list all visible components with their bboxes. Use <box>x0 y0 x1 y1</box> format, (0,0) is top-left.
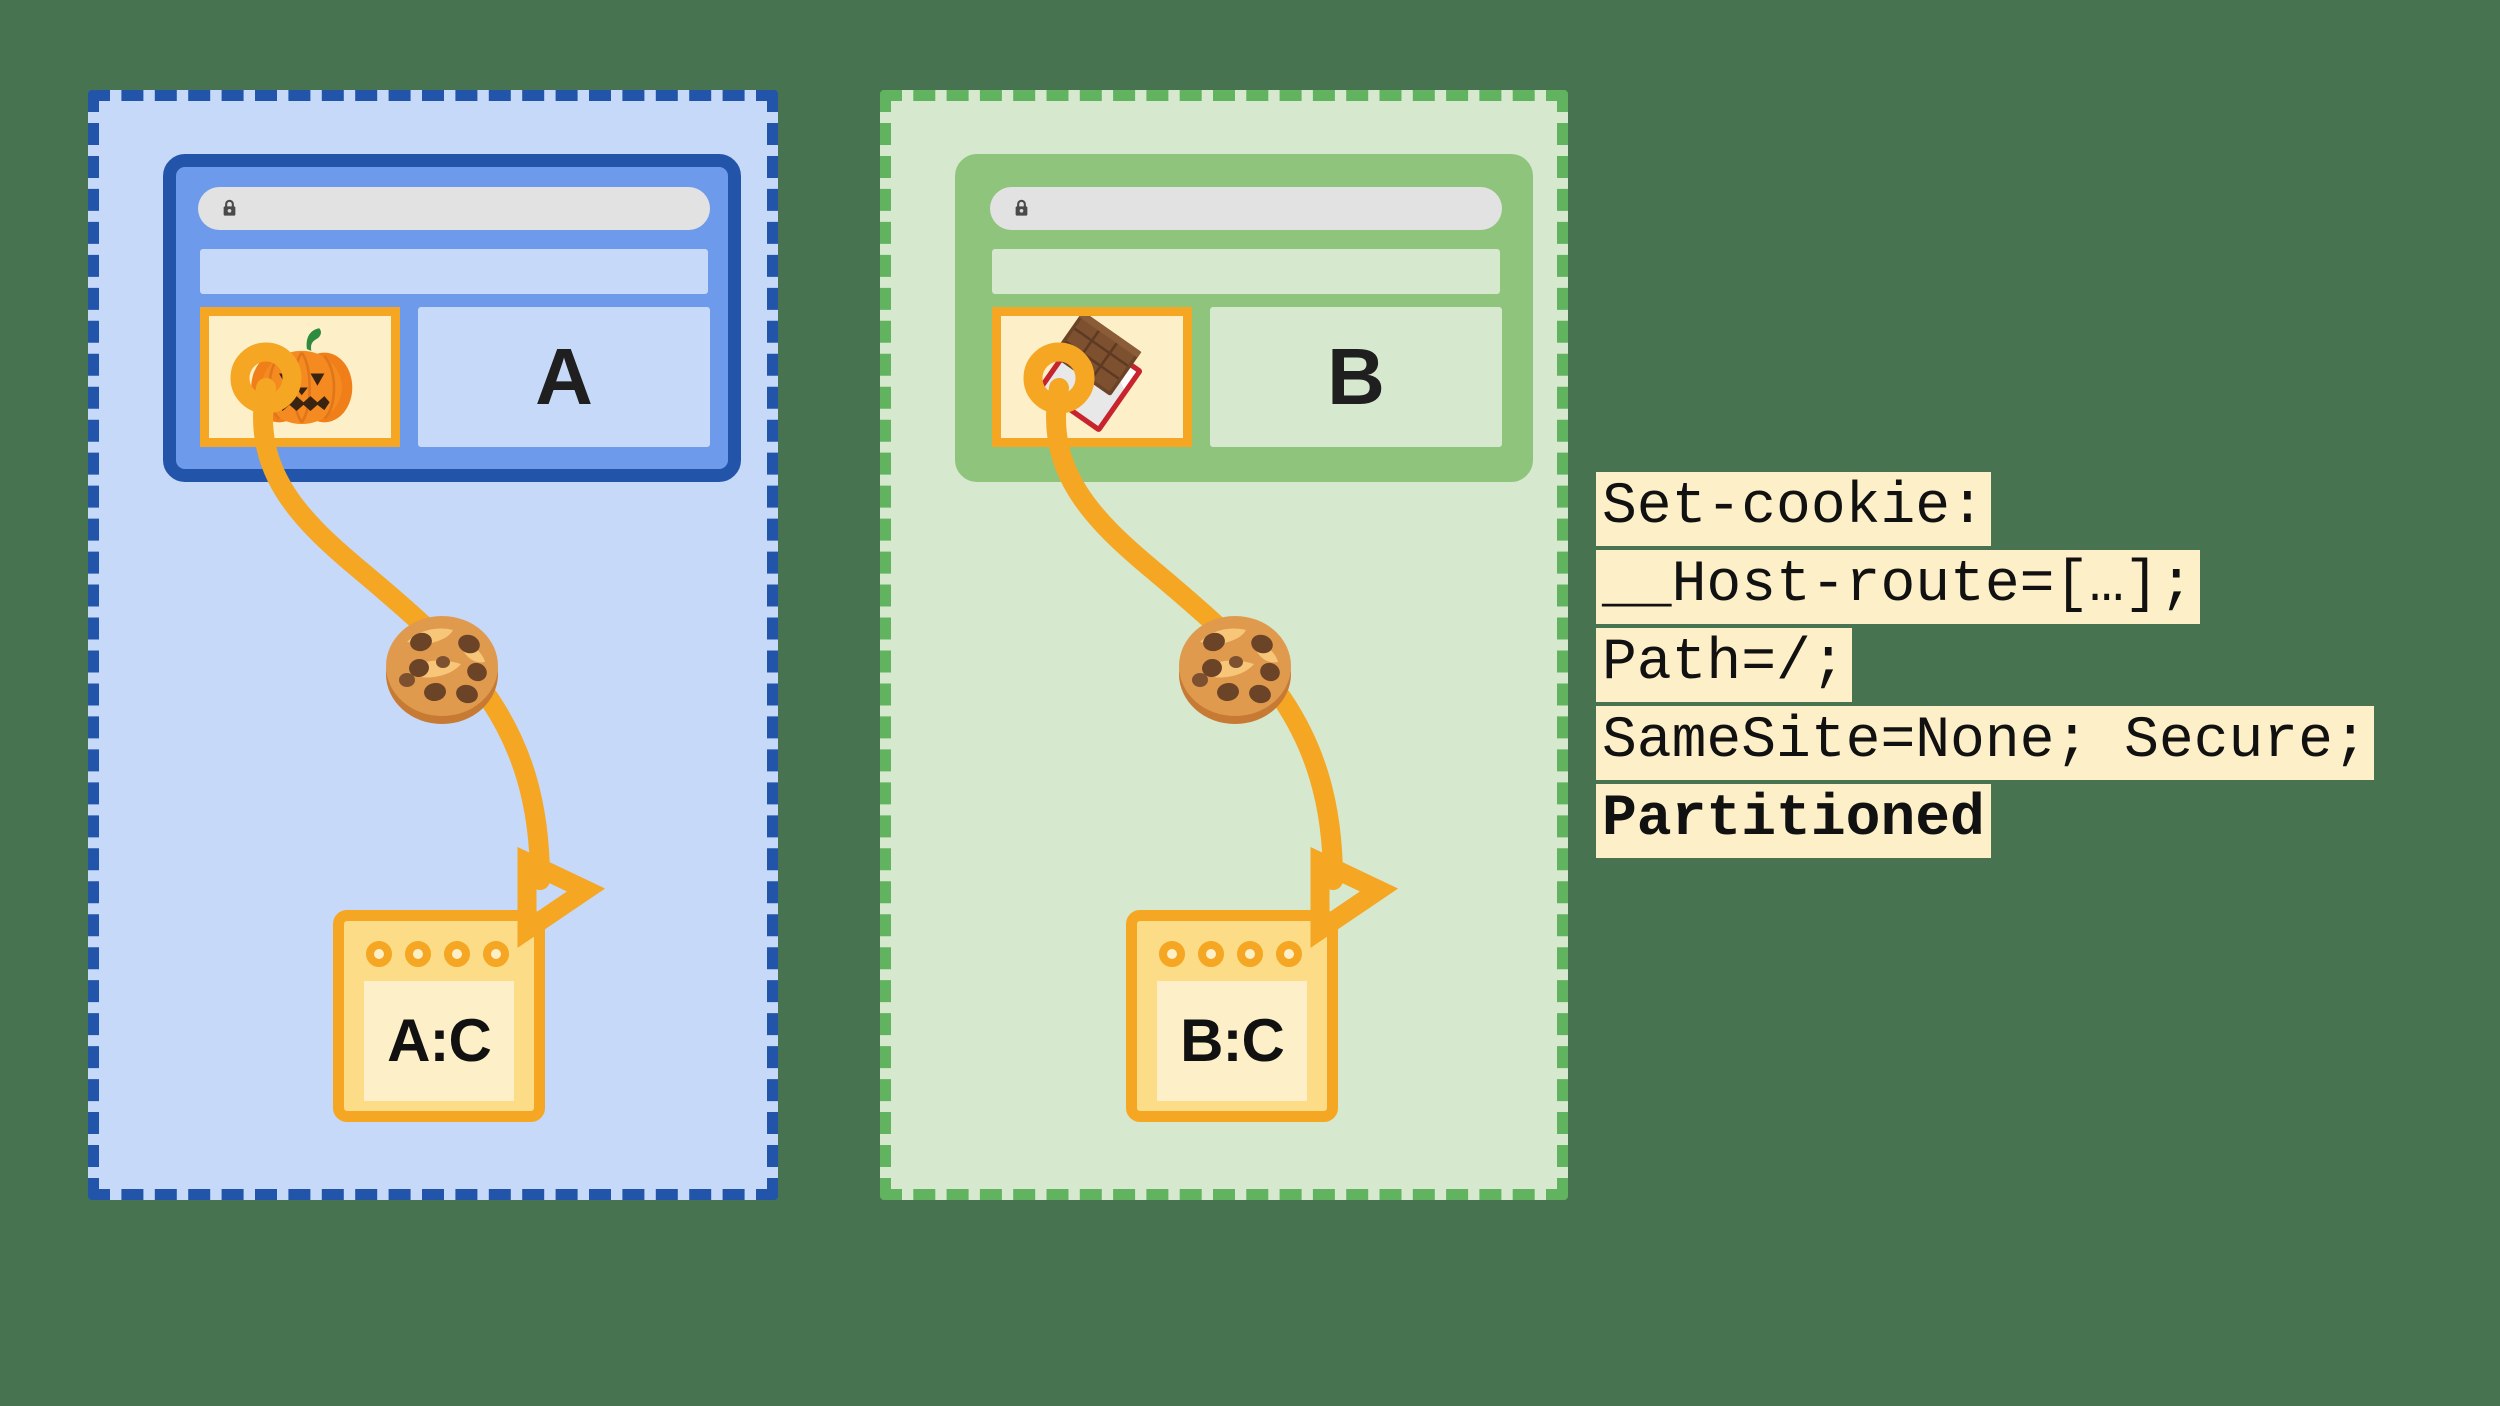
partitioned-storage-b: B:C <box>1126 910 1338 1122</box>
jar-dot <box>444 941 470 967</box>
jar-dot <box>1276 941 1302 967</box>
partitioned-storage-a: A:C <box>333 910 545 1122</box>
panel-letter-a: A <box>535 332 593 421</box>
jar-dots-b <box>1159 941 1302 967</box>
code-line-1: Set-cookie: <box>1596 472 1991 546</box>
cookie-b <box>1170 602 1300 732</box>
storage-key-label-a: A:C <box>387 1007 492 1074</box>
lock-icon <box>223 199 236 216</box>
code-line-2: __Host-route=[…]; <box>1596 550 2200 624</box>
code-line-3: Path=/; <box>1596 628 1852 702</box>
jar-dot <box>1159 941 1185 967</box>
code-line-4: SameSite=None; Secure; <box>1596 706 2374 780</box>
jar-dot <box>366 941 392 967</box>
browser-window-b: B <box>955 154 1533 482</box>
jar-dot <box>405 941 431 967</box>
jack-o-lantern-icon <box>251 328 353 425</box>
code-line-5: Partitioned <box>1596 784 1991 858</box>
lock-icon <box>1015 199 1028 216</box>
third-party-iframe-a <box>200 307 400 447</box>
set-cookie-header: Set-cookie: __Host-route=[…]; Path=/; Sa… <box>1596 472 2374 862</box>
jar-dot <box>1198 941 1224 967</box>
jar-dot <box>483 941 509 967</box>
cookie-a <box>377 602 507 732</box>
url-bar-a[interactable] <box>198 187 710 230</box>
jar-dot <box>1237 941 1263 967</box>
page-content-strip-b <box>992 249 1500 294</box>
cookie-icon <box>1179 616 1291 724</box>
chocolate-bar-icon <box>1037 316 1143 432</box>
third-party-iframe-b <box>992 307 1192 447</box>
page-content-strip-a <box>200 249 708 294</box>
panel-letter-b: B <box>1327 332 1385 421</box>
main-content-panel-a: A <box>418 307 710 447</box>
cookie-icon <box>386 616 498 724</box>
url-bar-b[interactable] <box>990 187 1502 230</box>
main-content-panel-b: B <box>1210 307 1502 447</box>
jar-dots-a <box>366 941 509 967</box>
jar-screen-b: B:C <box>1157 981 1307 1101</box>
storage-key-label-b: B:C <box>1180 1007 1285 1074</box>
browser-window-a: A <box>163 154 741 482</box>
jar-screen-a: A:C <box>364 981 514 1101</box>
